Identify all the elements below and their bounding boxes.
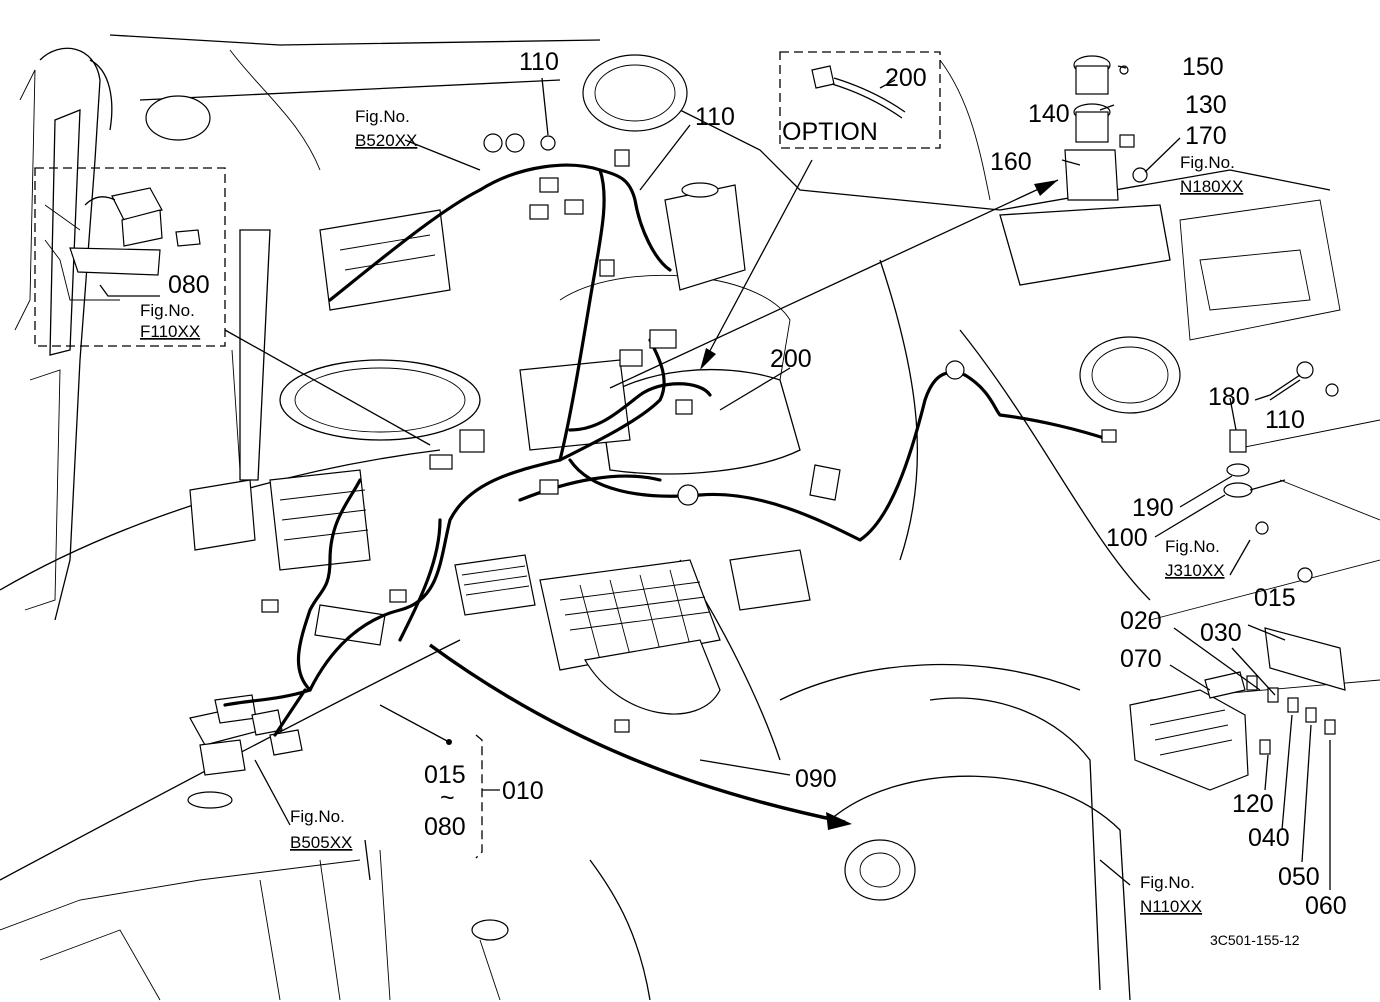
fig-b505-label: Fig.No.	[290, 807, 345, 826]
callout-030: 030	[1200, 619, 1242, 647]
option-label: OPTION	[782, 118, 878, 146]
fig-b505-code: B505XX	[290, 833, 352, 852]
callout-200-option: 200	[885, 64, 927, 92]
callout-050: 050	[1278, 863, 1320, 891]
callout-010: 010	[502, 777, 544, 805]
range-to: 080	[424, 813, 466, 841]
callout-110-top: 110	[519, 48, 559, 76]
callout-170: 170	[1185, 122, 1227, 150]
fig-n110-label: Fig.No.	[1140, 873, 1195, 892]
harness-connectors	[261, 149, 1117, 733]
callout-040: 040	[1248, 824, 1290, 852]
callout-200-mid: 200	[770, 345, 812, 373]
fig-j310-code: J310XX	[1165, 561, 1225, 580]
tractor-body-outlines	[0, 34, 1380, 1001]
callout-130: 130	[1185, 91, 1227, 119]
callout-080: 080	[168, 271, 210, 299]
fig-f110-code: F110XX	[140, 322, 200, 341]
fig-b520-label: Fig.No.	[355, 107, 410, 126]
drawing-number: 3C501-155-12	[1210, 932, 1300, 948]
fig-j310-label: Fig.No.	[1165, 537, 1220, 556]
fig-b520-code: B520XX	[355, 131, 417, 150]
callout-180: 180	[1208, 383, 1250, 411]
callout-160: 160	[990, 148, 1032, 176]
fig-n110-code: N110XX	[1140, 897, 1202, 916]
callout-090: 090	[795, 765, 837, 793]
callout-020: 020	[1120, 607, 1162, 635]
callout-120: 120	[1232, 790, 1274, 818]
callout-060: 060	[1305, 892, 1347, 920]
range-tilde: ~	[440, 784, 455, 812]
range-from: 015	[424, 761, 466, 789]
callout-100: 100	[1106, 524, 1148, 552]
callout-110-mid: 110	[695, 103, 735, 131]
leader-arrows	[224, 65, 1331, 890]
fig-n180-label: Fig.No.	[1180, 153, 1235, 172]
figure-references: Fig.No. B520XX Fig.No. N180XX Fig.No. J3…	[290, 107, 1243, 916]
callout-140: 140	[1028, 100, 1070, 128]
f110-inset: 080 Fig.No. F110XX	[34, 167, 226, 347]
callout-015: 015	[1254, 584, 1296, 612]
callout-070: 070	[1120, 645, 1162, 673]
option-inset: 200 OPTION	[779, 51, 941, 149]
fig-f110-label: Fig.No.	[140, 301, 195, 320]
callout-numbers: 110 110 150 140 130 170 160 200 180 110 …	[519, 48, 1347, 920]
callout-110-right: 110	[1265, 406, 1305, 434]
wiring-harness	[223, 163, 1112, 737]
range-bracket: 015 ~ 080 010	[379, 704, 544, 859]
callout-190: 190	[1132, 494, 1174, 522]
fig-n180-code: N180XX	[1180, 177, 1243, 196]
callout-150: 150	[1182, 53, 1224, 81]
fuse-box-assembly	[187, 55, 1346, 809]
